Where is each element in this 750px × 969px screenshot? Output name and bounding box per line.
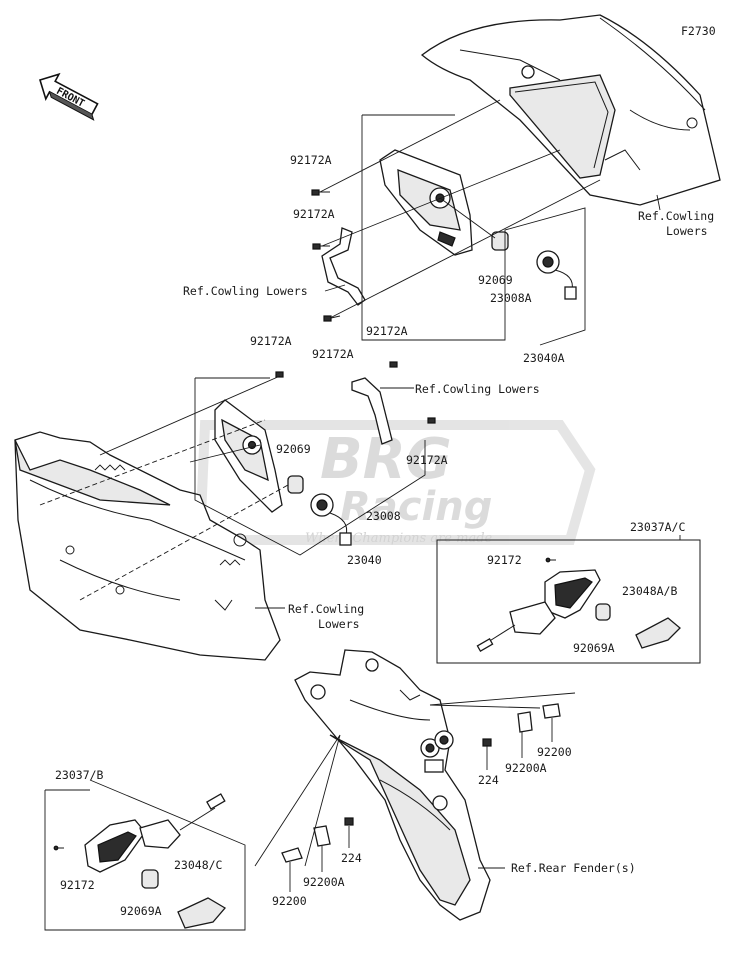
label-92200-2: 92200 <box>272 894 307 908</box>
label-92172a-6: 92172A <box>406 453 448 467</box>
signal-lamp-23040 <box>214 399 283 513</box>
label-23008a: 23008A <box>490 291 532 305</box>
label-92200a-1: 92200A <box>505 761 547 775</box>
clip-92200a-left <box>313 825 331 847</box>
bracket-upper <box>321 227 366 306</box>
left-signal-box <box>44 779 246 931</box>
bulb-92069-upper <box>491 231 509 251</box>
clip-92200a-right <box>517 711 533 733</box>
label-92172a-1: 92172A <box>290 153 332 167</box>
label-23040: 23040 <box>347 553 382 567</box>
label-92200a-2: 92200A <box>303 875 345 889</box>
turn-signal-right <box>476 569 601 652</box>
label-92172a-5: 92172A <box>366 324 408 338</box>
bolt-upper-1 <box>311 189 330 196</box>
label-92172-2: 92172 <box>60 878 95 892</box>
label-92172a-2: 92172A <box>293 207 335 221</box>
socket-23008 <box>310 493 352 546</box>
figure-code: F2730 <box>681 24 716 38</box>
bulb-92069a-left <box>141 869 159 889</box>
label-ref-cowling-4b: Lowers <box>318 617 360 631</box>
bolt-upper-2 <box>312 243 330 250</box>
nut-224-left <box>344 817 354 826</box>
label-ref-cowling-4a: Ref.Cowling <box>288 602 364 616</box>
right-signal-box <box>436 539 701 664</box>
label-23037b: 23037/B <box>55 768 104 782</box>
label-ref-cowling-2a: Ref.Cowling <box>638 209 714 223</box>
watermark-tagline: Where Champions are made <box>305 531 493 546</box>
bracket-middle <box>351 377 393 445</box>
label-23037ac: 23037A/C <box>630 520 685 534</box>
label-92172-1: 92172 <box>487 553 522 567</box>
fender-leaders <box>254 692 576 892</box>
ref-leaders <box>255 194 661 609</box>
label-ref-rear-fender: Ref.Rear Fender(s) <box>511 861 636 875</box>
label-92200-1: 92200 <box>537 745 572 759</box>
label-23008: 23008 <box>366 509 401 523</box>
lens-23048ab <box>635 617 681 649</box>
bolt-upper-3 <box>323 315 341 322</box>
bolt-mid-2 <box>389 361 398 368</box>
lens-23048c <box>177 897 226 929</box>
label-92069-1: 92069 <box>478 273 513 287</box>
label-23048ab: 23048A/B <box>622 584 677 598</box>
clip-92200-left <box>281 847 303 863</box>
clip-92200-right <box>542 703 561 719</box>
turn-signal-left <box>84 793 226 873</box>
bolt-mid-1 <box>275 371 284 378</box>
bulb-92069a-right <box>595 603 611 621</box>
label-ref-cowling-1: Ref.Cowling Lowers <box>183 284 308 298</box>
label-ref-cowling-2b: Lowers <box>666 224 708 238</box>
rear-fender <box>294 649 491 921</box>
label-92069-2: 92069 <box>276 442 311 456</box>
label-92069a-1: 92069A <box>573 641 615 655</box>
bolt-92172-right <box>545 557 556 563</box>
label-92172a-3: 92172A <box>312 347 354 361</box>
signal-lamp-23040a <box>379 149 473 256</box>
upper-guide-lines <box>319 99 601 346</box>
label-23040a: 23040A <box>523 351 565 365</box>
label-ref-cowling-3: Ref.Cowling Lowers <box>415 382 540 396</box>
upper-cowling <box>420 14 721 206</box>
label-224-1: 224 <box>478 773 499 787</box>
watermark-brand-bottom: Racing <box>340 484 492 530</box>
bolt-mid-3 <box>427 417 436 424</box>
label-23048c: 23048/C <box>174 858 223 872</box>
label-92172a-4: 92172A <box>250 334 292 348</box>
middle-guide-lines <box>39 375 426 601</box>
socket-23008a <box>536 250 577 300</box>
label-92069a-2: 92069A <box>120 904 162 918</box>
front-arrow-icon: FRONT <box>39 72 99 121</box>
bulb-92069-middle <box>287 475 304 494</box>
label-224-2: 224 <box>341 851 362 865</box>
nut-224-right <box>482 738 492 747</box>
bolt-92172-left <box>53 845 64 851</box>
